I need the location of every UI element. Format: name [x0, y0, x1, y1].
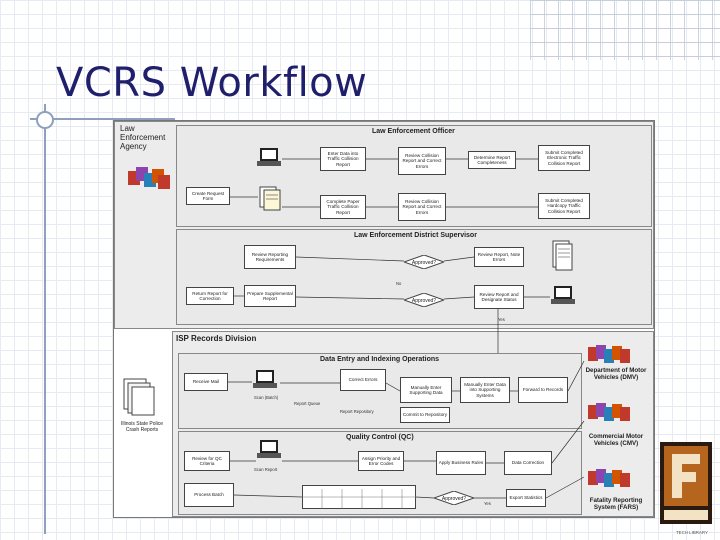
paper-forms-icon — [258, 185, 282, 216]
box-complete-paper: Complete Paper Traffic Collision Report — [320, 195, 366, 219]
box-create-form: Create Request Form — [186, 187, 230, 205]
box-manual-systems: Manually Enter Data into Supporting Syst… — [460, 377, 510, 403]
cmv-label: Commercial Motor Vehicles (CMV) — [588, 433, 644, 447]
decision-approved-3: Approved? — [432, 490, 476, 506]
label-queue: Report Queue — [294, 401, 321, 406]
lane-entry-title: Data Entry and Indexing Operations — [320, 356, 440, 363]
decorative-corner-grid — [530, 0, 720, 60]
box-receive-mail: Receive Mail — [184, 373, 228, 391]
tech-library-logo — [660, 442, 712, 524]
label-scan: Scan (Batch) — [254, 395, 279, 400]
fars-label: Fatality Reporting System (FARS) — [589, 497, 643, 511]
lane-supervisor-title: Law Enforcement District Supervisor — [354, 232, 477, 239]
left-rule — [44, 104, 46, 534]
box-assign-priority: Assign Priority and Error Codes — [358, 451, 404, 471]
label-scan-2: Scan Report — [254, 467, 278, 472]
officer-laptop-icon — [256, 147, 282, 174]
cmv-systems-icon — [586, 401, 632, 428]
records-title: ISP Records Division — [176, 334, 257, 343]
box-review-correct: Review Collision Report and Correct Erro… — [398, 147, 446, 175]
box-review-note-errors: Review Report, Note Errors — [474, 247, 524, 267]
box-review-requirements: Review Reporting Requirements — [244, 245, 296, 269]
title-rule — [30, 118, 175, 120]
svg-text:Approved?: Approved? — [442, 496, 466, 502]
box-forward-records: Forward to Records — [518, 377, 568, 403]
svg-text:Approved?: Approved? — [412, 298, 436, 304]
slide-title: VCRS Workflow — [56, 60, 368, 106]
box-commit: Commit to Repository — [400, 407, 450, 423]
box-correct-errors: Correct Errors — [340, 369, 386, 391]
box-completeness: Determine Report Completeness — [468, 151, 516, 169]
label-yes-2: Yes — [484, 501, 491, 506]
qc-computer-icon — [256, 439, 282, 466]
agency-label: Law Enforcement Agency — [120, 124, 166, 151]
decision-approved-2: Approved? — [402, 292, 446, 308]
rule-ring — [36, 111, 54, 129]
box-review-correct-2: Review Collision Report and Correct Erro… — [398, 193, 446, 221]
box-submit-hardcopy: Submit Completed Hardcopy Traffic Collis… — [538, 193, 590, 219]
dmv-systems-icon — [586, 343, 632, 370]
connectors — [228, 158, 585, 509]
label-no-1: No — [396, 281, 402, 286]
report-stack-caption: Illinois State Police Crash Reports — [121, 421, 163, 433]
box-supplemental: Prepare Supplemental Report — [244, 285, 296, 307]
label-repository: Report Repository — [340, 409, 374, 414]
entry-scanner-icon — [252, 369, 278, 396]
logo-caption: TECH LIBRARY — [676, 530, 708, 535]
label-yes-1: Yes — [498, 317, 505, 322]
lane-officer-title: Law Enforcement Officer — [372, 128, 455, 135]
box-review-qc: Review for QC Criteria — [184, 451, 230, 471]
box-data-correction: Data Correction — [504, 451, 552, 475]
box-return-report: Return Report for Correction — [186, 287, 234, 305]
svg-text:Approved?: Approved? — [412, 260, 436, 266]
box-process-batch: Process Batch — [184, 483, 234, 507]
box-review-designate: Review Report and Designate Status — [474, 285, 524, 309]
dmv-label: Department of Motor Vehicles (DMV) — [585, 367, 647, 381]
agency-computers-icon — [126, 163, 172, 198]
box-submit-electronic: Submit Completed Electronic Traffic Coll… — [538, 145, 590, 171]
box-export-stats: Export Statistics — [506, 489, 546, 507]
box-manual-supporting: Manually Enter Supporting Data — [400, 377, 452, 403]
supervisor-docs-icon — [550, 239, 574, 278]
report-stack-icon — [122, 377, 156, 422]
fars-systems-icon — [586, 467, 632, 494]
workflow-diagram: Law Enforcement Agency Law Enforcement O… — [113, 120, 655, 518]
lane-qc-title: Quality Control (QC) — [346, 434, 414, 441]
decision-approved-1: Approved? — [402, 254, 446, 270]
supervisor-laptop-icon — [550, 285, 576, 312]
box-enter-data: Enter Data into Traffic Collision Report — [320, 147, 366, 171]
box-apply-rules: Apply Business Rules — [436, 451, 486, 475]
